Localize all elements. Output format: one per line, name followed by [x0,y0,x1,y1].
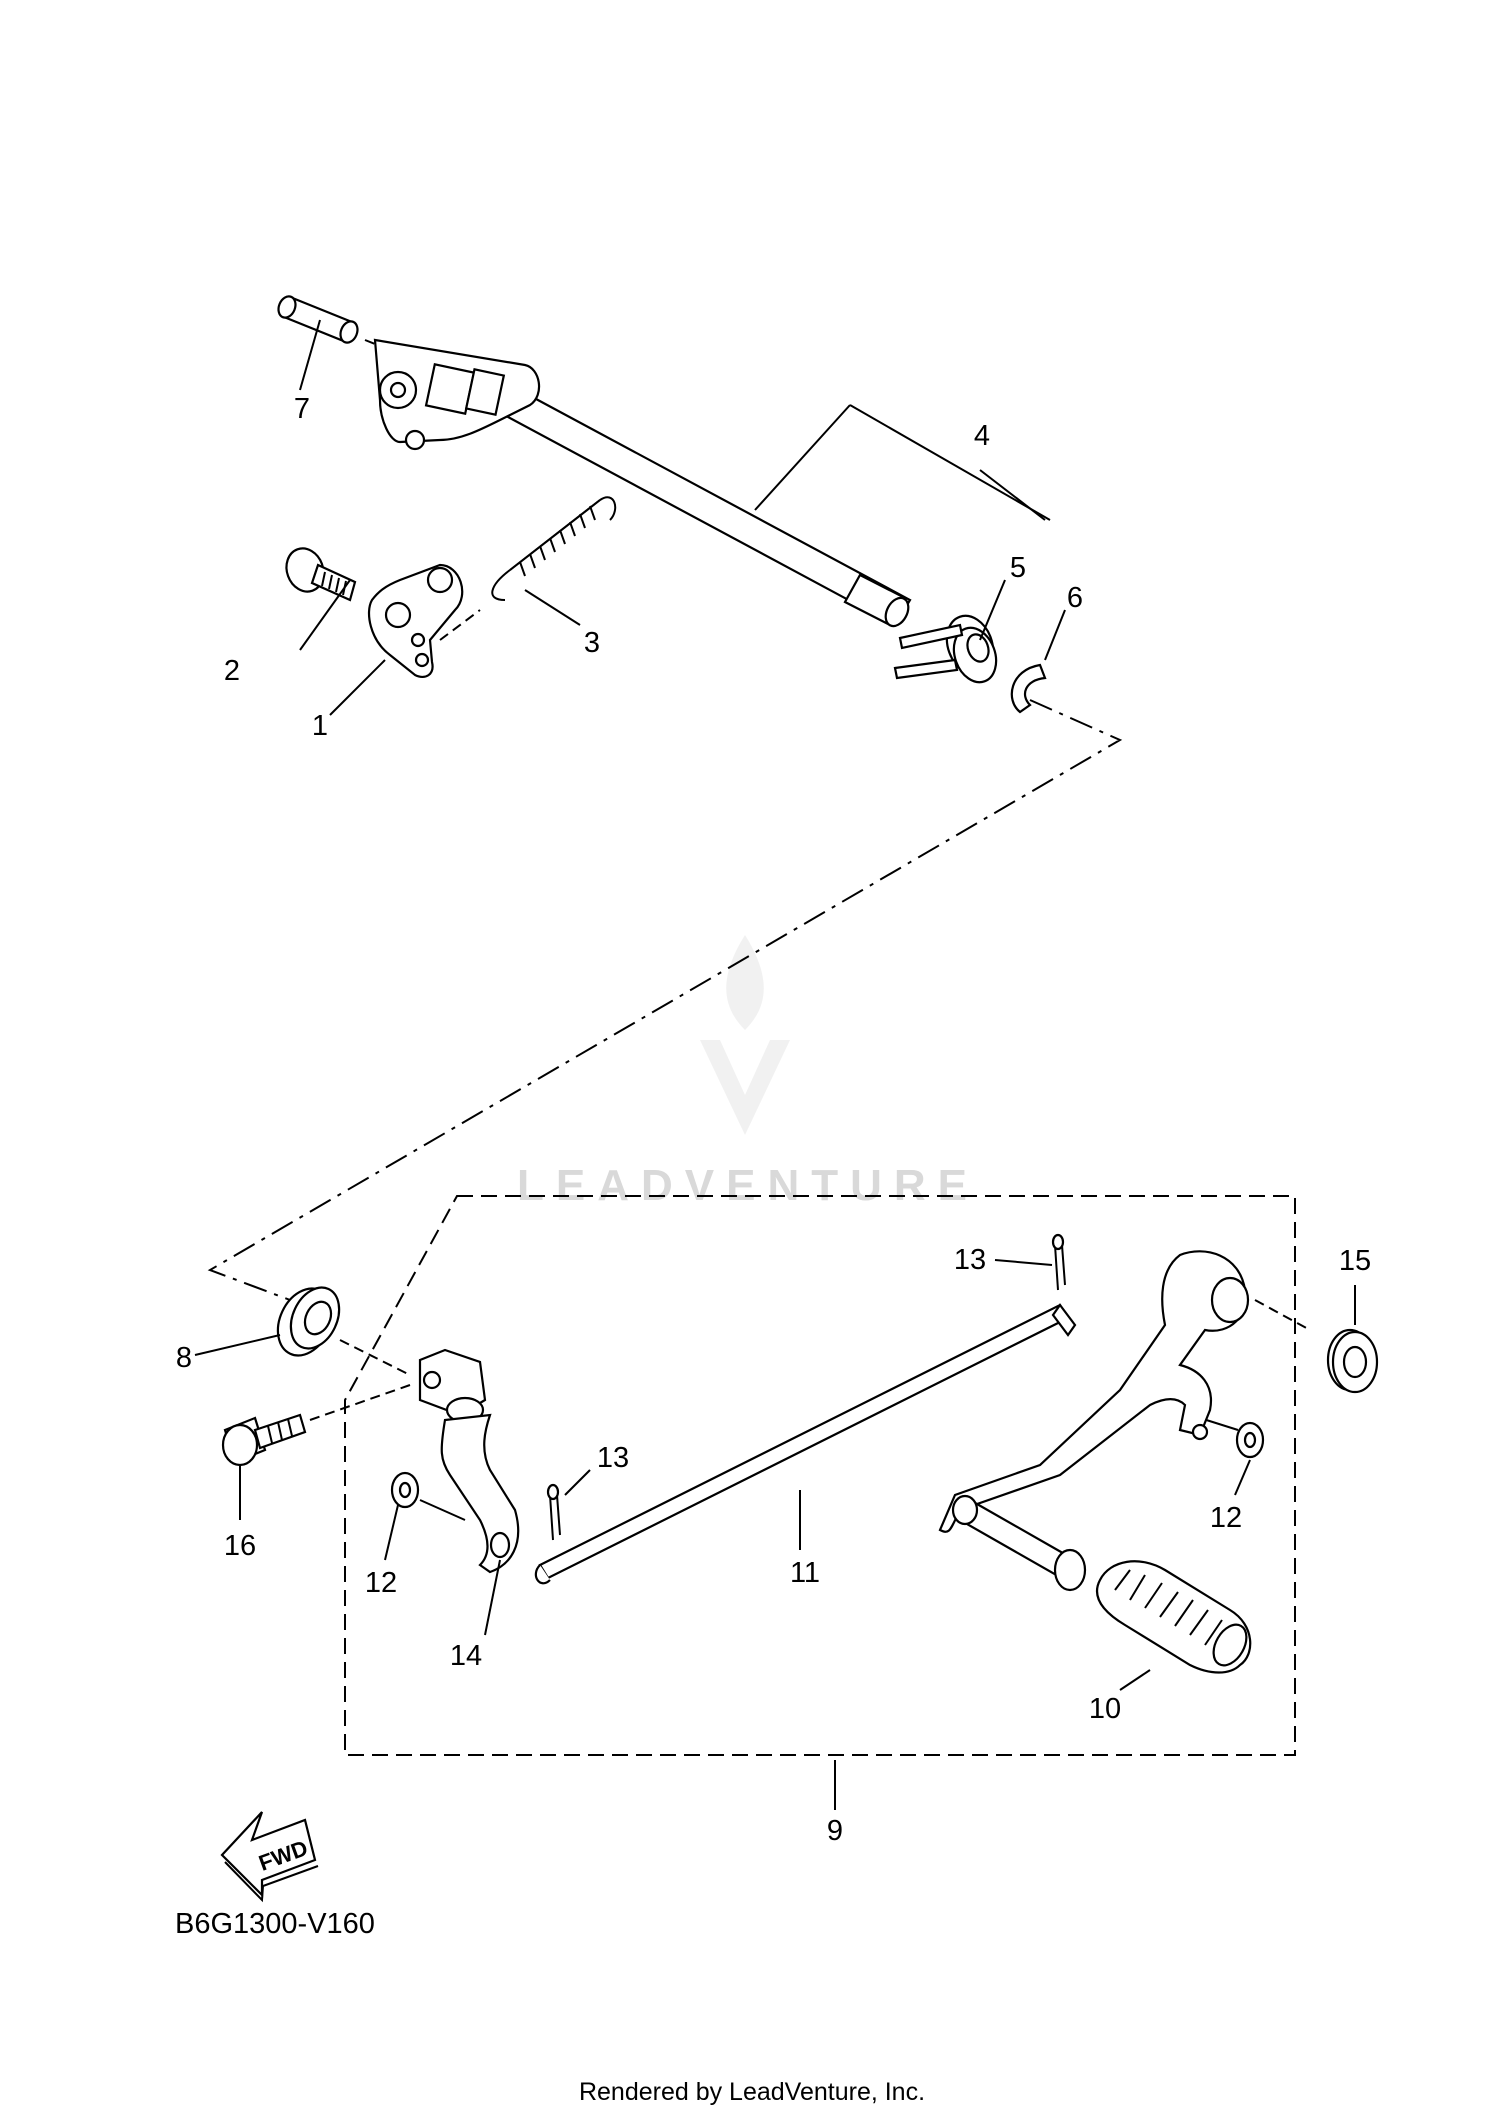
part-label-14: 14 [450,1640,482,1672]
watermark-text: LEADVENTURE [517,1161,979,1210]
part-label-6: 6 [1067,582,1083,614]
part-2-bolt[interactable] [281,543,357,602]
part-label-11: 11 [790,1557,820,1589]
part-15-oil-seal[interactable] [1326,1328,1379,1394]
part-5-return-spring[interactable] [893,609,1003,688]
part-label-15: 15 [1339,1245,1371,1277]
part-13-split-pin-right[interactable] [1051,1233,1066,1291]
part-10-footrest-rubber[interactable] [1095,1560,1253,1674]
part-label-13-left: 13 [597,1442,629,1474]
part-label-1: 1 [312,710,328,742]
part-label-12-left: 12 [365,1567,397,1599]
diagram-code: B6G1300-V160 [175,1908,375,1940]
part-16-bolt[interactable] [221,1413,307,1467]
part-label-7: 7 [294,393,310,425]
part-4-shift-shaft[interactable] [373,338,913,630]
part-label-10: 10 [1089,1693,1121,1725]
part-label-12-right: 12 [1210,1502,1242,1534]
part-13-split-pin-left[interactable] [546,1483,561,1541]
fwd-arrow-icon [220,1811,319,1903]
watermark-logo [700,935,790,1135]
part-6-circlip[interactable] [1010,663,1047,714]
part-9-assembly-boundary [344,1195,1296,1756]
part-3-tension-spring[interactable] [491,496,617,601]
part-1-stopper-lever[interactable] [368,563,464,678]
part-label-8: 8 [176,1342,192,1374]
part-8-oil-seal[interactable] [268,1280,349,1365]
part-7-pin[interactable] [275,294,360,345]
part-14-shift-arm[interactable] [418,1348,520,1574]
part-label-3: 3 [584,627,600,659]
footer-credit: Rendered by LeadVenture, Inc. [579,2078,925,2106]
part-label-5: 5 [1010,552,1026,584]
part-12-washer-left[interactable] [390,1471,420,1509]
part-label-2: 2 [224,655,240,687]
part-label-9: 9 [827,1815,843,1847]
shift-pedal-lever[interactable] [938,1250,1250,1592]
part-label-13-right: 13 [954,1244,986,1276]
part-label-4: 4 [974,420,990,452]
part-11-shift-rod[interactable] [534,1303,1077,1585]
part-label-16: 16 [224,1530,256,1562]
part-12-washer-right[interactable] [1235,1421,1265,1459]
